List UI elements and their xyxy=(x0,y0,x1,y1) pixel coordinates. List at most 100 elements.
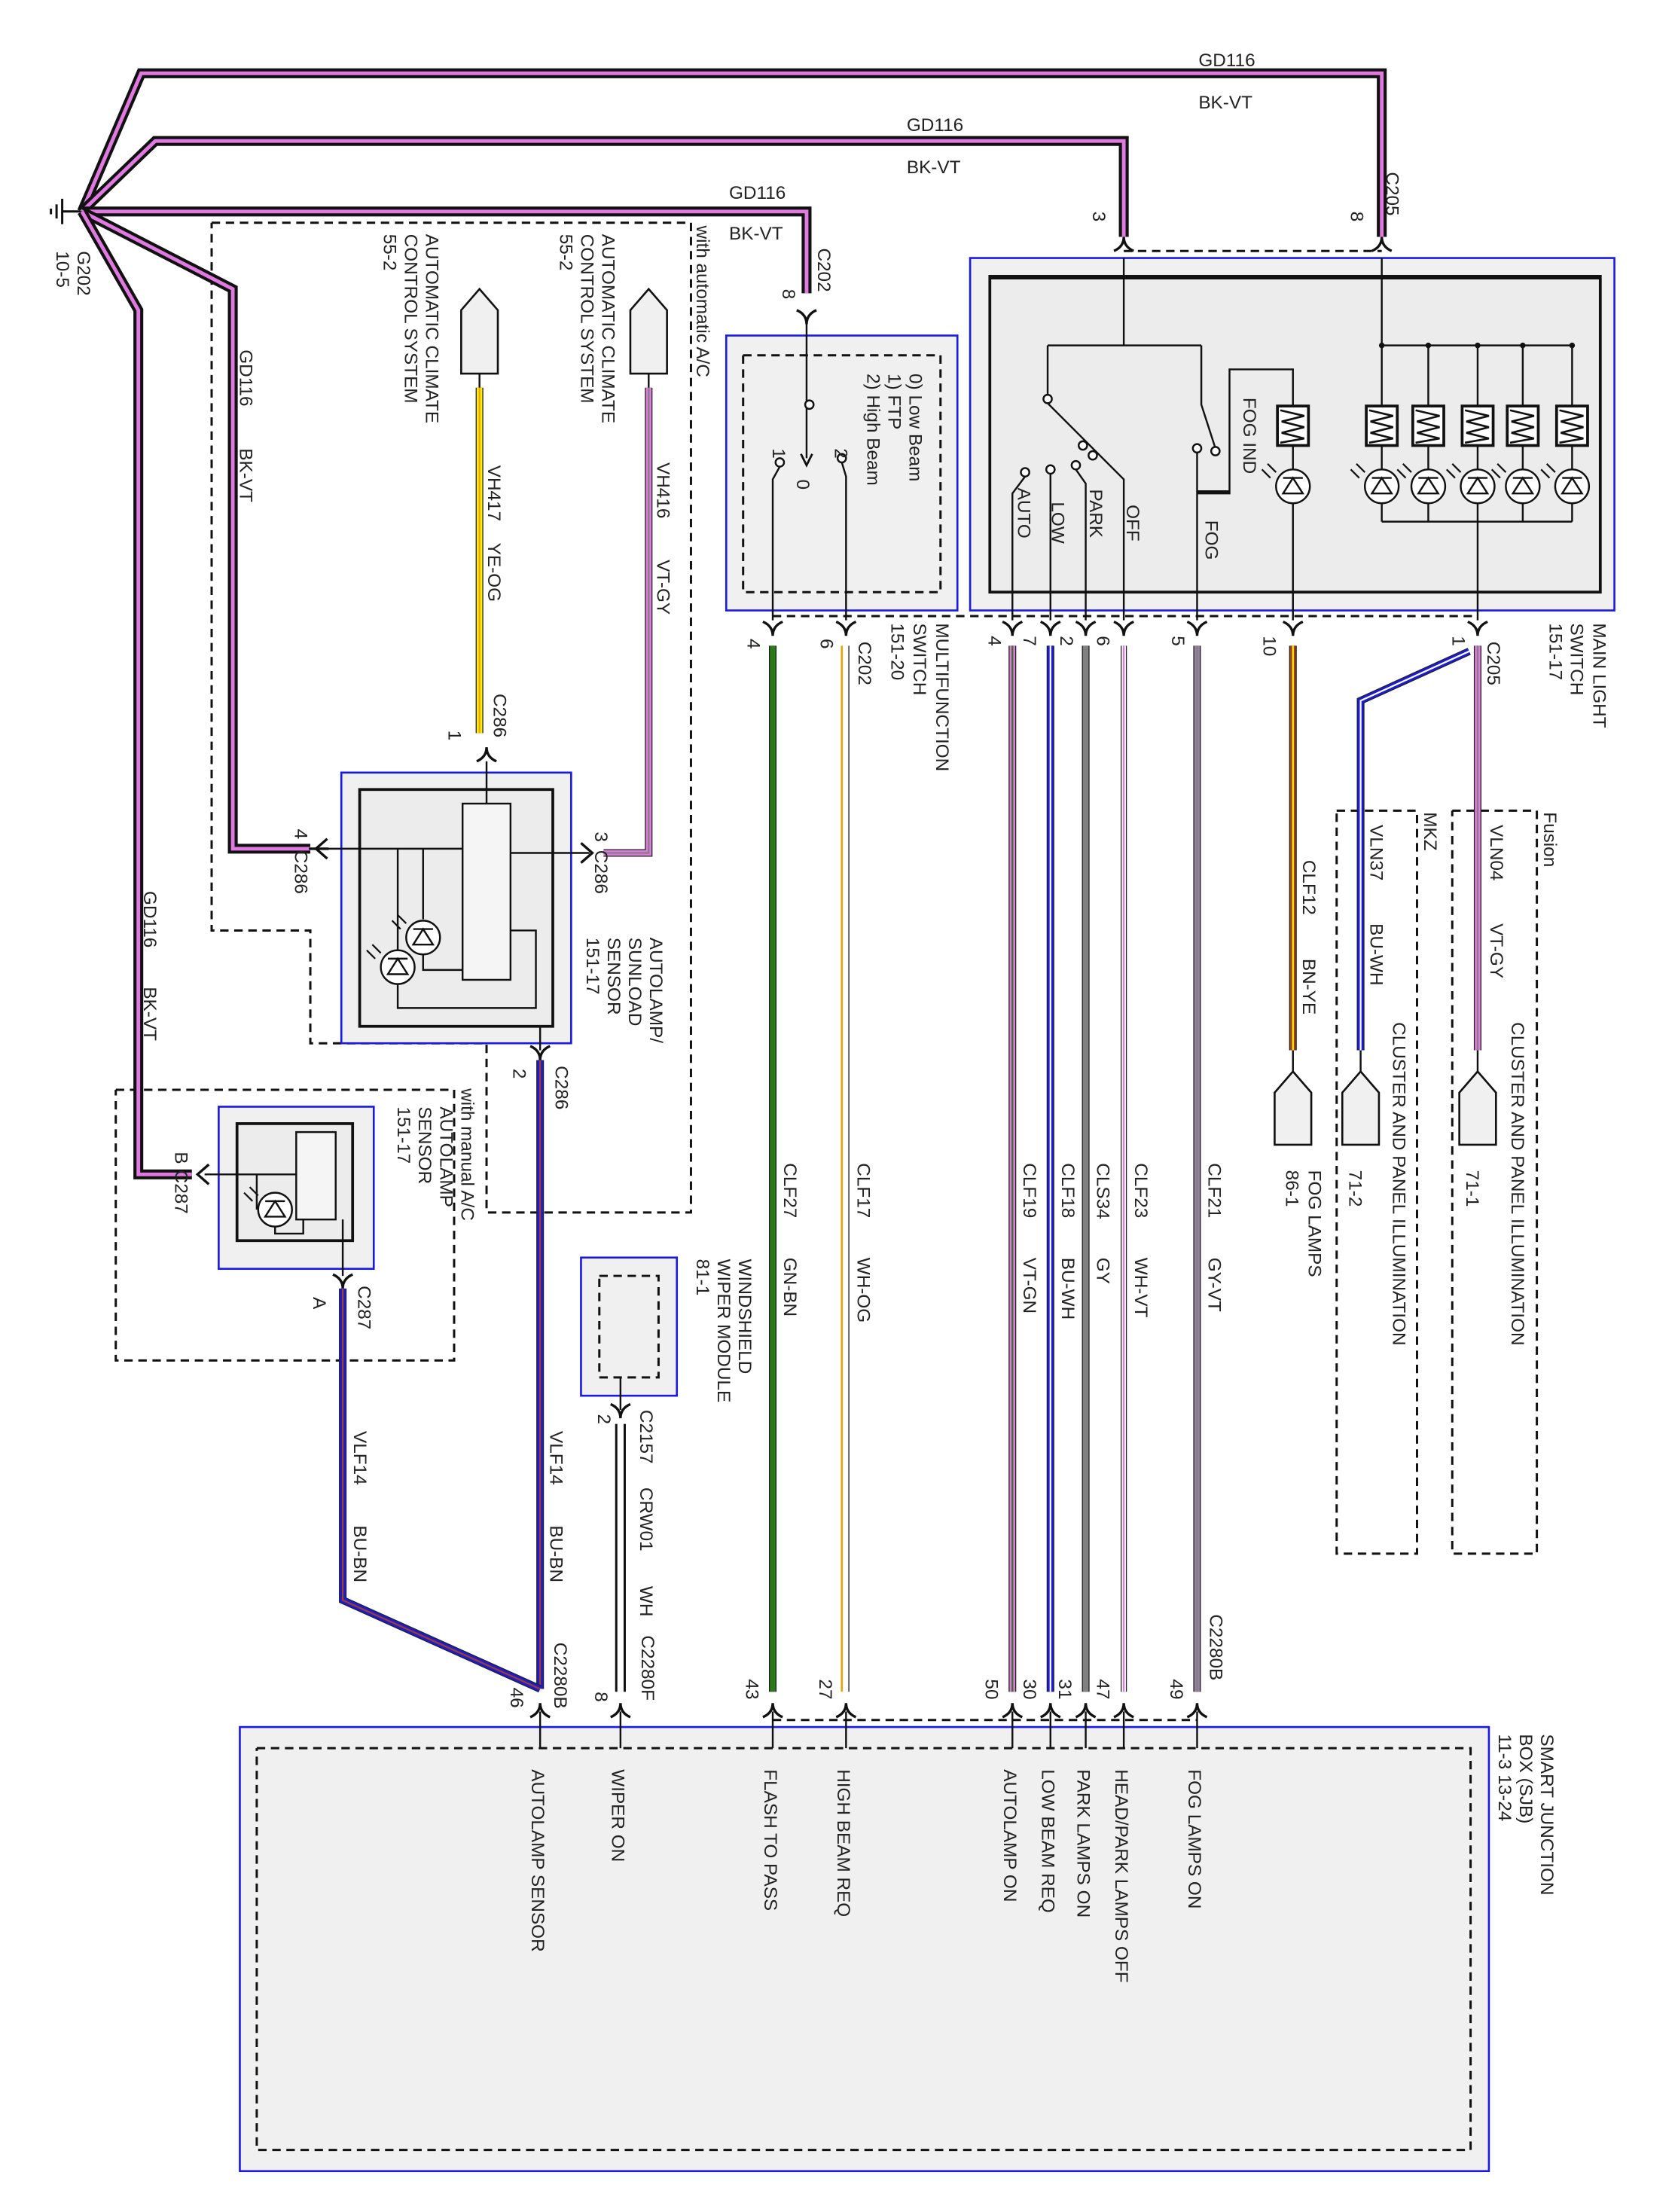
connector-sjb-pin-icon xyxy=(529,1703,551,1719)
component-ref: 71-1 xyxy=(1462,1170,1482,1207)
wire-label-circuit: VLN37 xyxy=(1366,825,1387,880)
light-rays xyxy=(1350,463,1366,479)
contact-icon xyxy=(1045,464,1056,475)
component-name: CONTROL SYSTEM xyxy=(576,234,596,404)
connector-sjb-pin-icon xyxy=(762,1703,783,1719)
connector-sjb-pin-icon xyxy=(610,1703,631,1719)
light-rays xyxy=(1445,463,1462,479)
sunload-led-icon xyxy=(380,949,416,985)
illum-led-icon xyxy=(1410,468,1447,505)
wire-label-circuit: GD116 xyxy=(235,349,255,406)
contact-icon xyxy=(1070,459,1082,471)
junction-dot xyxy=(1475,342,1481,349)
junction-dot xyxy=(1425,342,1432,349)
pin-label: A xyxy=(309,1297,329,1310)
component-name: AUTOLAMP xyxy=(435,1106,456,1207)
wire-label-color: VT-GY xyxy=(653,560,673,615)
resistor-zigzag xyxy=(1280,409,1305,444)
option-label: with automatic A/C xyxy=(692,225,712,377)
contact-icon xyxy=(1088,450,1098,461)
wire-label-circuit: CLF21 xyxy=(1204,1163,1224,1218)
ground-wire-5-stripe xyxy=(80,210,192,1176)
sjb-input-label: FLASH TO PASS xyxy=(760,1769,780,1911)
wire-label-color: WH xyxy=(636,1586,656,1617)
resistor-zigzag xyxy=(1415,409,1440,444)
ground-wire-2 xyxy=(78,136,1129,237)
ground-wire-4-outer xyxy=(79,206,311,854)
ground-ref: 10-5 xyxy=(52,251,72,288)
wire-vln37 xyxy=(1356,648,1471,1051)
component-name: SWITCH xyxy=(909,623,929,695)
wire-label-circuit: CRW01 xyxy=(636,1487,656,1551)
pin-label: 1 xyxy=(444,731,464,741)
connector-c205-8-icon xyxy=(1371,236,1393,252)
diode-symbol xyxy=(386,956,410,975)
wire-label-circuit: VLF14 xyxy=(545,1431,566,1485)
component-name: BOX (SJB) xyxy=(1515,1734,1536,1823)
connector-label: C2280B xyxy=(550,1643,570,1709)
line xyxy=(771,466,781,621)
connector-sjb-pin-icon xyxy=(835,1703,857,1719)
wire-label-color: BK-VT xyxy=(139,987,160,1041)
component-ref: 151-17 xyxy=(393,1106,413,1164)
component-name: SMART JUNCTION xyxy=(1536,1734,1557,1895)
junction-dot xyxy=(1520,342,1526,349)
wire-label-color: VT-GY xyxy=(1486,923,1506,978)
resistor-zigzag xyxy=(1464,409,1490,444)
illum-led-icon xyxy=(1460,468,1496,505)
connector-label: C2280B xyxy=(1205,1614,1225,1680)
component-name: WIPER MODULE xyxy=(713,1259,734,1403)
pin-label: 8 xyxy=(590,1692,611,1702)
ground-wire-1-stripe xyxy=(80,71,1384,237)
wire-label-circuit: GD116 xyxy=(1198,50,1255,71)
pin-label: 30 xyxy=(1019,1679,1039,1699)
sjb-input-label: WIPER ON xyxy=(608,1769,628,1862)
line xyxy=(1200,345,1216,449)
component-name: WINDSHIELD xyxy=(734,1259,755,1374)
line xyxy=(274,1219,304,1235)
connector-label: C202 xyxy=(854,642,874,685)
wire-label-circuit: GD116 xyxy=(729,183,786,203)
light-rays xyxy=(366,944,382,960)
switch-position-label: PARK xyxy=(1085,490,1106,538)
wire-label-circuit: CLF12 xyxy=(1298,860,1319,915)
contact-icon xyxy=(1042,393,1053,404)
connector-c202-4-icon xyxy=(762,620,783,636)
wire-label-circuit: VLF14 xyxy=(349,1431,370,1485)
cluster-2-connector-icon xyxy=(1341,1069,1381,1146)
junction-dot xyxy=(1569,342,1576,349)
wire-vlf14-a-stripe xyxy=(341,1288,541,1690)
wire-label-circuit: CLF27 xyxy=(780,1163,800,1218)
wire-label-color: GN-BN xyxy=(780,1258,800,1317)
light-rays xyxy=(1490,463,1507,479)
sjb-input-label: AUTOLAMP ON xyxy=(999,1769,1020,1902)
wire-label-circuit: VH416 xyxy=(653,462,673,518)
ground-wire-4-stripe xyxy=(81,209,311,851)
diode-symbol xyxy=(411,927,435,946)
pin-label: 49 xyxy=(1166,1679,1186,1699)
connector-c286-1-icon xyxy=(476,747,497,763)
connector-c202-8-icon xyxy=(796,309,817,325)
contact-icon xyxy=(1020,467,1030,477)
wire-label-color: BK-VT xyxy=(1198,93,1252,113)
sjb-inner xyxy=(255,1747,1472,2152)
switch-position-label: OFF xyxy=(1122,505,1143,542)
multifunction-inner xyxy=(742,354,942,593)
ground-wire-3-stripe xyxy=(81,209,809,294)
pin-label: 8 xyxy=(778,289,798,300)
resistor-zigzag xyxy=(1509,409,1535,444)
pin-label: 43 xyxy=(741,1679,761,1699)
climate-connector-1-icon xyxy=(460,287,499,375)
component-ref: 151-17 xyxy=(582,938,603,995)
wire-vh416-stripe xyxy=(603,387,650,854)
line xyxy=(841,462,847,621)
component-ref: 86-1 xyxy=(1281,1170,1301,1207)
pin-label: 1 xyxy=(1448,636,1468,646)
component-name: AUTOMATIC CLIMATE xyxy=(598,234,618,423)
component-name: SWITCH xyxy=(1567,623,1587,695)
diode-symbol xyxy=(1466,476,1490,495)
line xyxy=(422,954,463,972)
switch-position-label: LOW xyxy=(1048,502,1068,543)
component-name: MULTIFUNCTION xyxy=(932,623,952,771)
wire-label-circuit: CLF17 xyxy=(853,1163,873,1218)
